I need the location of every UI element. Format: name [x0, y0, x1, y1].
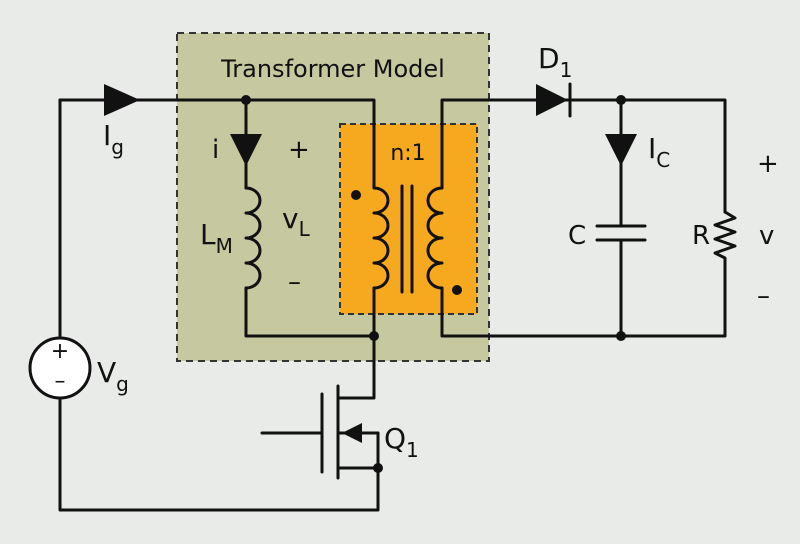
junction-dot	[616, 331, 626, 341]
label-ig: Ig	[103, 119, 124, 159]
mosfet-arrow	[342, 423, 362, 443]
wire-secondary-top	[440, 98, 727, 214]
current-arrow-i	[230, 134, 262, 166]
label-source-plus: +	[51, 339, 69, 364]
label-minus-vl: –	[288, 267, 301, 297]
ideal-transformer-box	[339, 123, 478, 315]
junctions	[241, 95, 626, 473]
wire-top-left	[58, 98, 376, 142]
junction-dot	[616, 95, 626, 105]
junction-dot	[369, 331, 379, 341]
primary-winding	[372, 138, 390, 290]
mosfet-q1	[260, 384, 380, 480]
voltage-source-vg	[28, 336, 92, 400]
inductor-lm	[244, 186, 262, 290]
wire-magnetizing-bottom	[244, 286, 376, 338]
label-source-minus: –	[55, 369, 66, 394]
label-lm: LM	[200, 218, 233, 258]
diode-d1	[536, 84, 568, 116]
secondary-winding	[426, 186, 444, 290]
current-arrow-ic	[605, 134, 637, 166]
label-c: C	[568, 221, 586, 251]
label-turns-ratio: n:1	[390, 141, 425, 166]
current-arrow-ig	[104, 84, 140, 116]
label-vl: vL	[282, 202, 311, 241]
polarity-dot-primary	[351, 190, 361, 200]
wire-source-bottom	[58, 396, 380, 512]
label-plus-v: +	[757, 149, 779, 179]
polarity-dot-secondary	[452, 285, 462, 295]
junction-dot	[241, 95, 251, 105]
label-vg: Vg	[97, 356, 129, 396]
wire-secondary-bottom	[440, 264, 727, 338]
wire-primary-bottom	[336, 286, 376, 400]
label-d1: D1	[538, 42, 572, 82]
label-v: v	[759, 221, 774, 251]
label-minus-v: –	[757, 281, 770, 311]
label-q1: Q1	[384, 422, 419, 462]
resistor-r	[713, 210, 737, 268]
label-r: R	[692, 221, 710, 251]
label-i: i	[212, 135, 219, 165]
label-ic: IC	[648, 132, 670, 172]
transformer-model-title: Transformer Model	[220, 55, 445, 83]
label-plus-vl: +	[288, 135, 310, 165]
